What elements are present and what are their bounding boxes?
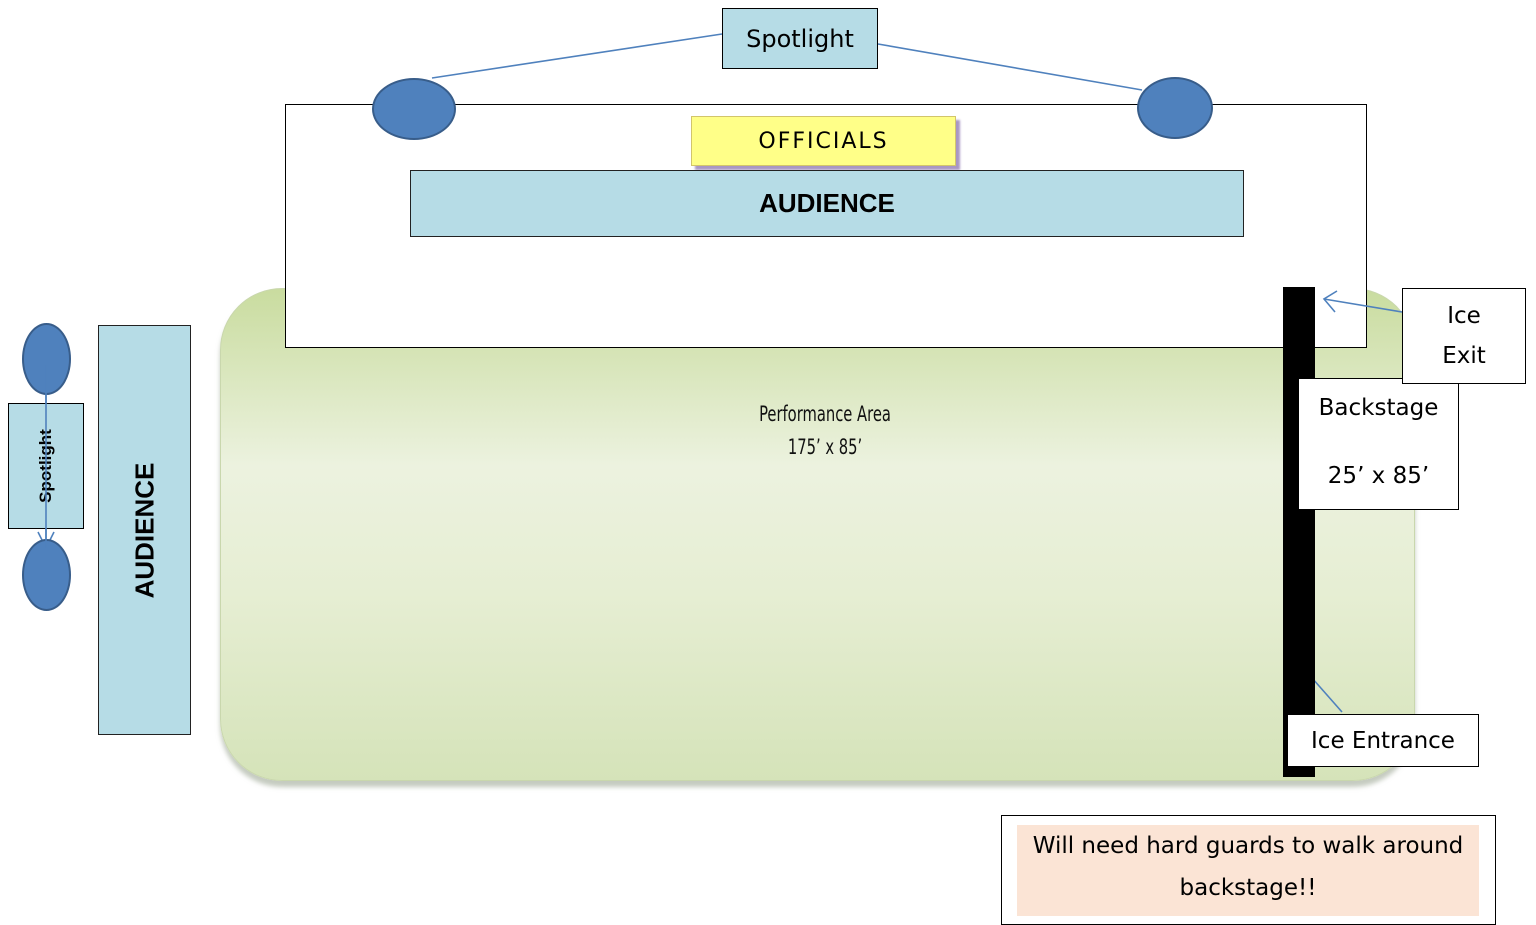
spotlight-fixture-left-top (22, 323, 71, 395)
officials-label: OFFICIALS (758, 128, 889, 154)
spotlight-fixture-top-right (1137, 77, 1213, 139)
spotlight-connector-right (877, 43, 1143, 91)
backstage-divider (1283, 287, 1315, 777)
audience-top-box: AUDIENCE (410, 170, 1244, 237)
ice-exit-line1: Ice (1447, 303, 1481, 329)
ice-exit-arrowhead (1322, 290, 1338, 313)
audience-top-label: AUDIENCE (759, 188, 895, 218)
performance-area-label: Performance Area 175’ x 85’ (665, 398, 985, 464)
ice-exit-box: Ice Exit (1402, 288, 1526, 384)
spotlight-connector-left (431, 33, 723, 79)
performance-area-title: Performance Area (759, 402, 891, 426)
top-seating-area (285, 104, 1367, 348)
spotlight-top-label: Spotlight (746, 24, 854, 53)
performance-area (220, 288, 1415, 781)
spotlight-fixture-left-bottom (22, 539, 71, 611)
note-line1: Will need hard guards to walk around (1032, 833, 1464, 859)
backstage-box: Backstage 25’ x 85’ (1299, 378, 1459, 510)
ice-entrance-label: Ice Entrance (1311, 727, 1455, 754)
spotlight-left-box: Spotlight (8, 403, 84, 529)
backstage-title: Backstage (1318, 395, 1439, 421)
spotlight-left-label: Spotlight (36, 429, 55, 503)
ice-entrance-box: Ice Entrance (1287, 714, 1479, 767)
ice-exit-arrow (1323, 298, 1403, 313)
officials-box: OFFICIALS (691, 116, 956, 166)
backstage-dimensions: 25’ x 85’ (1327, 463, 1430, 489)
audience-left-box (98, 325, 191, 735)
performance-area-dimensions: 175’ x 85’ (787, 435, 863, 459)
ice-exit-line2: Exit (1442, 343, 1486, 369)
note-line2: backstage!! (1179, 875, 1317, 901)
note-text: Will need hard guards to walk around bac… (1017, 825, 1479, 916)
spotlight-top-box: Spotlight (722, 8, 878, 69)
spotlight-fixture-top-left (372, 78, 456, 140)
